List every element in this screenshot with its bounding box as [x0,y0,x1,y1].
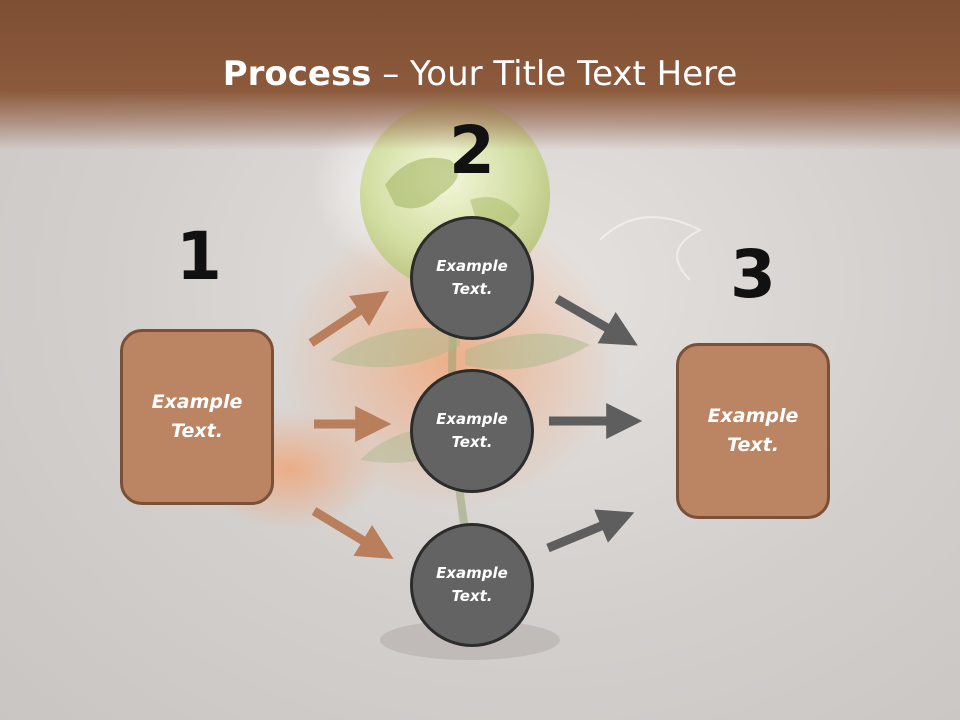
title-rest: – Your Title Text Here [371,54,738,94]
arrow-bottom-circle-to-right [546,509,635,553]
circle-middle: Example Text. [410,369,534,493]
circle-middle-line1: Example [436,410,508,428]
circle-middle-line2: Text. [451,433,493,451]
circle-top-line1: Example [436,257,508,275]
circle-bottom-line1: Example [436,564,508,582]
right-box-line1: Example [707,405,799,427]
step-number-2: 2 [449,112,495,189]
slide-title: Process – Your Title Text Here [0,52,960,96]
step-number-3: 3 [730,236,776,313]
step-number-1: 1 [176,218,222,295]
circle-top-line2: Text. [451,280,493,298]
header-band [0,0,960,150]
arrow-left-to-top-circle [308,291,389,347]
right-box: Example Text. [676,343,830,519]
right-box-line2: Text. [727,434,779,456]
circle-bottom-line2: Text. [451,587,493,605]
circle-bottom: Example Text. [410,523,534,647]
circle-top: Example Text. [410,216,534,340]
arrow-left-to-bottom-circle [311,507,394,560]
left-box-line2: Text. [171,420,223,442]
left-box: Example Text. [120,329,274,505]
title-bold: Process [222,54,372,94]
left-box-line1: Example [151,391,243,413]
arrow-top-circle-to-right [554,295,638,346]
